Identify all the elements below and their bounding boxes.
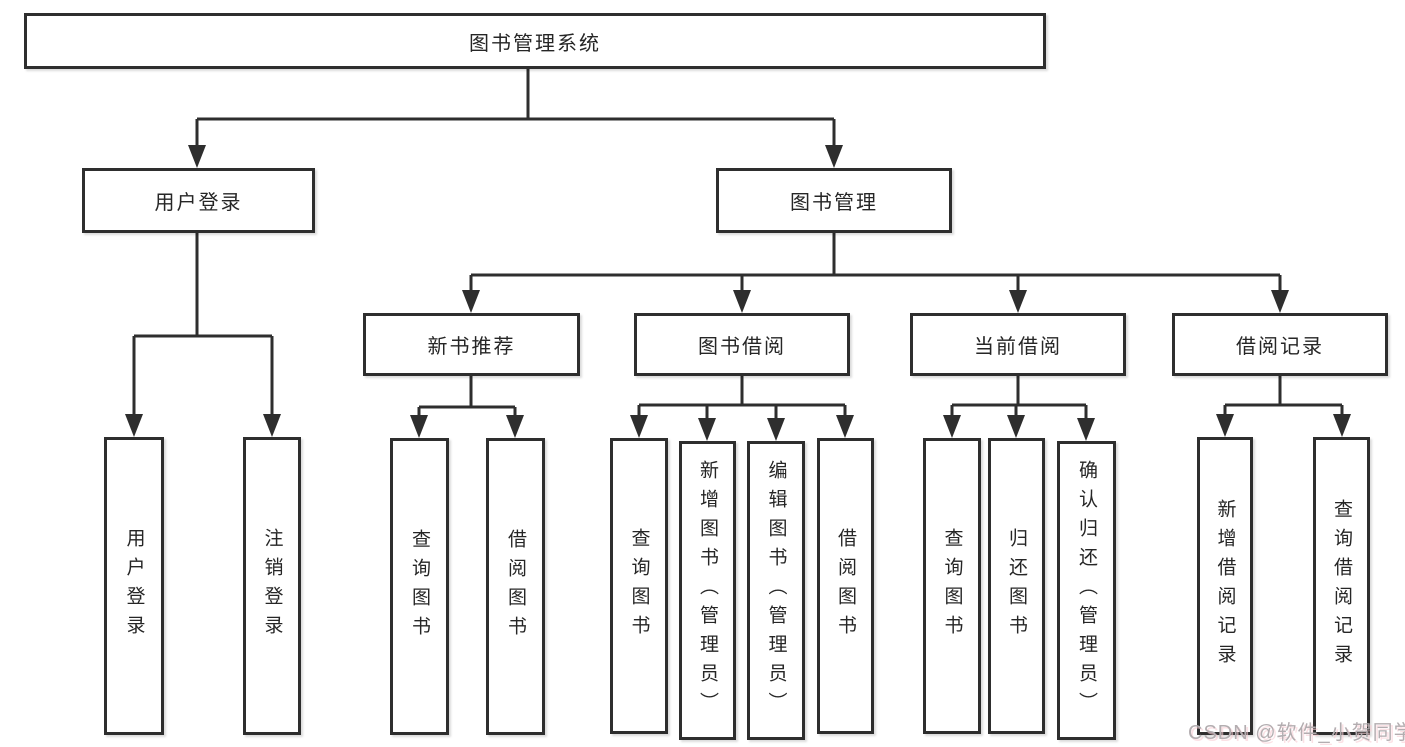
leaf-query-books-current: 查询图书 xyxy=(923,438,981,734)
arrowheads-book-management-sections xyxy=(462,290,1289,313)
leaf-edit-books-admin: 编辑图书（管理员） xyxy=(747,441,805,740)
leaf-confirm-return-admin: 确认归还（管理员） xyxy=(1057,441,1116,740)
connector-book-management-sections xyxy=(469,233,1282,292)
leaf-logout: 注销登录 xyxy=(243,437,301,735)
arrowheads-new-book-children xyxy=(410,415,524,438)
leaf-query-books-borrowing: 查询图书 xyxy=(610,438,668,734)
node-current-borrowing: 当前借阅 xyxy=(910,313,1126,376)
node-label: 图书借阅 xyxy=(698,336,786,358)
leaf-label: 新增图书（管理员） xyxy=(697,460,718,721)
leaf-label: 查询图书 xyxy=(628,528,650,644)
leaf-label: 查询图书 xyxy=(409,528,430,645)
leaf-label: 借阅图书 xyxy=(505,528,526,645)
node-root-system: 图书管理系统 xyxy=(24,13,1046,69)
node-user-login: 用户登录 xyxy=(82,168,315,233)
leaf-label: 用户登录 xyxy=(123,528,145,644)
connector-current-borrow-children xyxy=(950,376,1088,419)
node-label: 图书管理系统 xyxy=(469,32,601,55)
leaf-label: 注销登录 xyxy=(261,528,283,644)
node-label: 借阅记录 xyxy=(1236,336,1324,358)
leaf-query-books-recommend: 查询图书 xyxy=(390,438,449,735)
node-label: 新书推荐 xyxy=(427,336,516,358)
node-label: 图书管理 xyxy=(790,192,878,214)
leaf-borrow-books-borrowing: 借阅图书 xyxy=(817,438,874,734)
connector-borrow-record-children xyxy=(1223,376,1344,415)
leaf-label: 编辑图书（管理员） xyxy=(765,460,787,721)
leaf-label: 查询图书 xyxy=(941,528,963,644)
node-new-book-recommend: 新书推荐 xyxy=(363,313,580,376)
arrowheads-current-borrow-children xyxy=(943,415,1095,441)
leaf-user-login: 用户登录 xyxy=(104,437,164,735)
leaf-query-borrow-record: 查询借阅记录 xyxy=(1313,437,1370,735)
node-label: 当前借阅 xyxy=(974,336,1062,358)
arrowheads-user-login-children xyxy=(125,414,281,437)
node-borrowing-records: 借阅记录 xyxy=(1172,313,1388,376)
connector-book-borrow-children xyxy=(637,376,847,419)
connector-root-to-level2 xyxy=(195,69,836,148)
arrowheads-borrow-record-children xyxy=(1216,414,1351,437)
node-book-management: 图书管理 xyxy=(716,168,952,233)
leaf-label: 借阅图书 xyxy=(835,528,856,644)
connector-new-book-children xyxy=(417,376,517,417)
leaf-add-books-admin: 新增图书（管理员） xyxy=(679,441,736,740)
arrowheads-root-to-level2 xyxy=(188,145,843,168)
leaf-label: 归还图书 xyxy=(1006,528,1027,644)
csdn-watermark: CSDN @软件_小贺同学 xyxy=(1188,722,1405,744)
leaf-add-borrow-record: 新增借阅记录 xyxy=(1197,437,1253,735)
connector-user-login-children xyxy=(132,233,274,415)
leaf-label: 查询借阅记录 xyxy=(1331,499,1352,673)
arrowheads-book-borrow-children xyxy=(630,415,854,441)
node-label: 用户登录 xyxy=(154,192,243,214)
node-book-borrowing: 图书借阅 xyxy=(634,313,850,376)
leaf-return-books: 归还图书 xyxy=(988,438,1045,734)
leaf-borrow-books-recommend: 借阅图书 xyxy=(486,438,545,735)
leaf-label: 确认归还（管理员） xyxy=(1076,460,1097,721)
leaf-label: 新增借阅记录 xyxy=(1214,499,1236,673)
